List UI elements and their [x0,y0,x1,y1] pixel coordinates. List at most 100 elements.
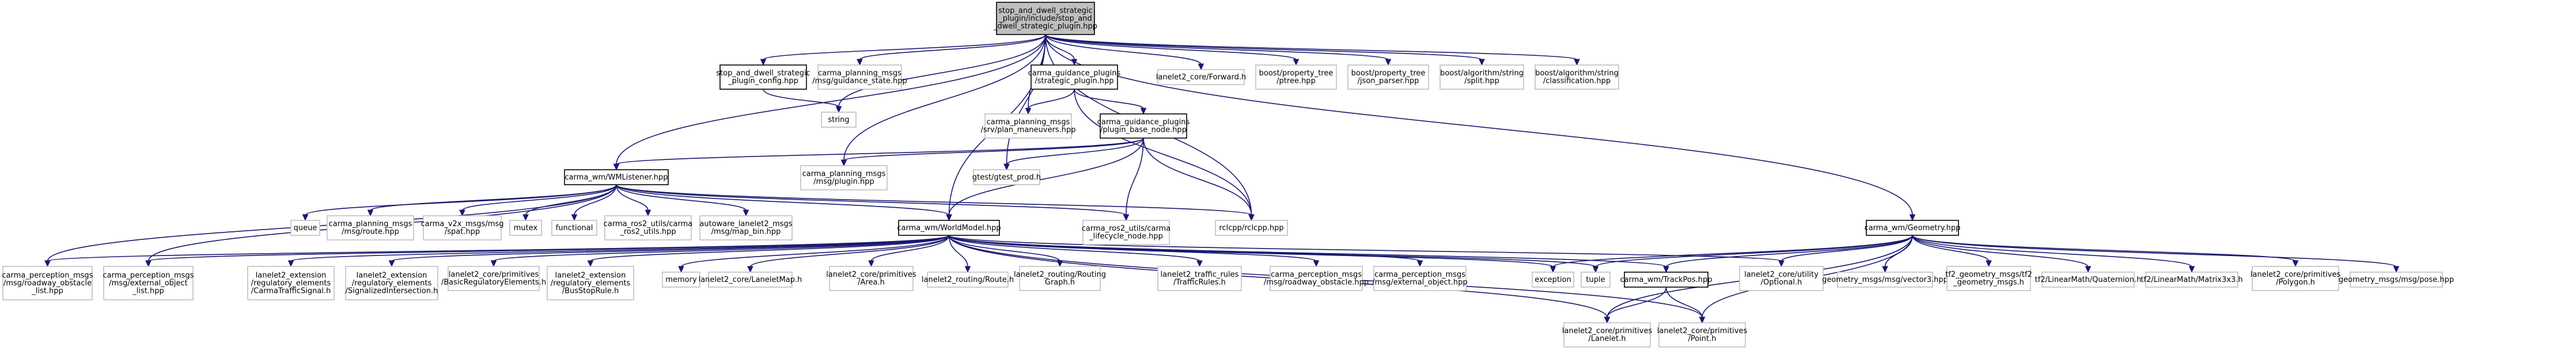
node-route-h[interactable]: lanelet2_routing/Route.h [922,272,1014,288]
node-strategic-plugin[interactable]: carma_guidance_plugins/strategic_plugin.… [1028,64,1121,90]
edge-geometry-to-tf2_geometry [1912,235,1992,268]
edge-geometry-to-trackpos [1663,235,1913,273]
node-route[interactable]: carma_planning_msgs/msg/route.hpp [327,215,414,241]
node-label-line: /json_parser.hpp [1358,77,1419,86]
node-plugin-base-node[interactable]: carma_guidance_plugins/plugin_base_node.… [1097,113,1190,139]
node-label-line: _plugin_config.hpp [728,77,798,86]
node-box [1866,220,1959,236]
node-polygon[interactable]: lanelet2_core/primitives/Polygon.h [2251,266,2341,291]
node-label-line: /Lanelet.h [1589,335,1626,343]
node-label-line: boost/algorithm/string [1440,69,1524,78]
node-classification[interactable]: boost/algorithm/string/classification.hp… [1535,64,1619,90]
node-matrix3x3[interactable]: tf2/LinearMath/Matrix3x3.h [2141,272,2243,288]
node-config[interactable]: stop_and_dwell_strategic_plugin_config.h… [716,64,810,90]
node-queue[interactable]: queue [290,220,320,236]
edge-root-to-wmlistener [613,34,1046,171]
node-label-line: /spat.hpp [445,228,480,236]
node-box [829,266,914,291]
node-label-line: /regulatory_elements [251,279,331,288]
node-box [800,165,888,190]
node-label-line: /msg/route.hpp [342,228,399,236]
node-box [327,215,414,241]
node-lanelet-map[interactable]: lanelet2_core/LaneletMap.h [699,272,802,288]
node-box [2,266,93,300]
node-vector3[interactable]: geometry_msgs/msg/vector3.hpp [1822,272,1948,288]
node-label-line: lanelet2_core/Forward.h [1156,73,1246,82]
node-root: stop_and_dwell_strategic_plugin/include/… [993,2,1097,35]
node-memory[interactable]: memory [662,272,700,288]
edge-worldmodel-to-signalized [388,235,950,268]
node-label-line: /BasicRegulatoryElements.h [441,278,546,287]
edge-worldmodel-to-area [868,235,950,268]
node-label-line: /CarmaTrafficSignal.h [251,287,331,295]
node-gtest[interactable]: gtest/gtest_prod.h [972,169,1041,185]
node-signalized[interactable]: lanelet2_extension/regulatory_elements/S… [345,266,438,300]
node-trackpos[interactable]: carma_wm/TrackPos.hpp [1620,272,1713,288]
node-box [1624,272,1709,288]
node-box [898,220,1000,236]
node-label-line: /msg/external_object [109,279,188,288]
node-wmlistener[interactable]: carma_wm/WMListener.hpp [564,169,669,185]
node-ptree[interactable]: boost/property_tree/ptree.hpp [1255,64,1337,90]
node-optional[interactable]: lanelet2_core/utility/Optional.h [1739,266,1824,291]
node-label-line: _list.hpp [31,287,63,295]
node-tf2-geometry[interactable]: tf2_geometry_msgs/tf2_geometry_msgs.h [1945,266,2032,291]
node-ros2-utils[interactable]: carma_ros2_utils/carma_ros2_utils.hpp [604,215,693,241]
node-label-line: rclcpp/rclcpp.hpp [1219,224,1283,232]
node-basic-reg[interactable]: lanelet2_core/primitives/BasicRegulatory… [441,266,546,291]
node-rclcpp[interactable]: rclcpp/rclcpp.hpp [1215,220,1288,236]
node-label-line: carma_perception_msgs [1271,270,1362,279]
node-worldmodel[interactable]: carma_wm/WorldModel.hpp [897,220,1001,236]
node-carma-traffic-signal[interactable]: lanelet2_extension/regulatory_elements/C… [247,266,335,300]
node-json-parser[interactable]: boost/property_tree/json_parser.hpp [1347,64,1429,90]
node-geometry[interactable]: carma_wm/Geometry.hpp [1865,220,1961,236]
node-box [699,215,793,241]
node-spat[interactable]: carma_v2x_msgs/msg/spat.hpp [421,215,504,241]
node-guidance-state[interactable]: carma_planning_msgs/msg/guidance_state.h… [812,64,907,90]
node-label-line: tuple [1586,276,1605,284]
node-box [1581,272,1611,288]
node-label-line: memory [665,276,697,284]
node-lifecycle[interactable]: carma_ros2_utils/carma_lifecycle_node.hp… [1082,220,1171,245]
edge-wmlistener-to-lifecycle [616,184,1130,222]
node-external-object[interactable]: carma_perception_msgs/msg/external_objec… [1372,266,1468,291]
node-label-line: Graph.h [1045,278,1075,287]
node-roadway-obstacle[interactable]: carma_perception_msgs/msg/roadway_obstac… [1264,266,1369,291]
node-label-line: lanelet2_core/primitives [449,270,539,279]
node-roadway-obstacle-list[interactable]: carma_perception_msgs/msg/roadway_obstac… [2,266,93,300]
edge-strategic_plugin-to-plan_maneuvers [1025,89,1075,115]
node-map-bin[interactable]: autoware_lanelet2_msgs/msg/map_bin.hpp [699,215,793,241]
node-quaternion[interactable]: tf2/LinearMath/Quaternion.h [2035,272,2142,288]
edge-plugin_base_node-to-lifecycle [1123,138,1144,222]
node-string[interactable]: string [821,112,857,128]
edge-worldmodel-to-memory [678,235,950,273]
node-label-line: lanelet2_routing/Routing [1014,270,1106,279]
node-mutex[interactable]: mutex [509,220,542,236]
node-functional[interactable]: functional [551,220,597,236]
node-external-object-list[interactable]: carma_perception_msgs/msg/external_objec… [103,266,194,300]
node-label-line: lanelet2_extension [357,271,427,280]
node-label-line: carma_ros2_utils/carma [604,220,693,228]
node-plan-maneuvers[interactable]: carma_planning_msgs/srv/plan_maneuvers.h… [981,113,1076,139]
node-forward[interactable]: lanelet2_core/Forward.h [1156,69,1246,85]
node-lanelet[interactable]: lanelet2_core/primitives/Lanelet.h [1562,322,1653,348]
node-box [2252,266,2339,291]
node-label-line: /msg/roadway_obstacle [3,279,92,288]
node-msg-plugin[interactable]: carma_planning_msgs/msg/plugin.hpp [800,165,888,190]
node-tuple[interactable]: tuple [1581,272,1611,288]
node-area[interactable]: lanelet2_core/primitives/Area.h [826,266,916,291]
node-split[interactable]: boost/algorithm/string/split.hpp [1439,64,1524,90]
node-pose[interactable]: geometry_msgs/msg/pose.hpp [2339,272,2454,288]
node-label-line: functional [556,224,593,232]
node-label-line: _plugin/include/stop_and [998,14,1092,23]
node-traffic-rules[interactable]: lanelet2_traffic_rules/TrafficRules.h [1157,266,1242,291]
node-label-line: lanelet2_extension [555,271,626,280]
node-bus-stop[interactable]: lanelet2_extension/regulatory_elements/B… [547,266,634,300]
node-point[interactable]: lanelet2_core/primitives/Point.h [1657,322,1748,348]
node-label-line: /strategic_plugin.hpp [1035,77,1113,86]
node-box [984,113,1072,139]
node-box [1532,272,1574,288]
edge-geometry-to-quaternion [1912,235,2092,273]
node-exception[interactable]: exception [1532,272,1574,288]
